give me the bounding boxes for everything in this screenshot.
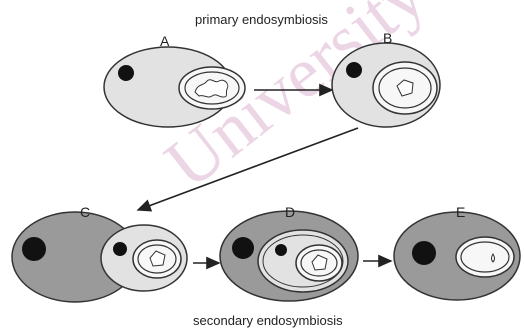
cell-a-plastid	[179, 67, 245, 109]
stage-label-d: D	[285, 204, 295, 220]
cell-b-plastid	[373, 62, 437, 114]
cell-d-nucleus	[232, 237, 254, 259]
secondary-endosymbiosis-label: secondary endosymbiosis	[193, 313, 343, 328]
cell-e	[394, 212, 520, 300]
cell-a-nucleus	[118, 65, 134, 81]
stage-label-a: A	[160, 33, 169, 49]
cell-c	[12, 212, 187, 302]
stage-label-c: C	[80, 204, 90, 220]
cell-b-nucleus	[346, 62, 362, 78]
cell-d-plastid	[258, 230, 348, 292]
stage-label-e: E	[456, 204, 465, 220]
cell-e-plastid	[456, 237, 514, 277]
cell-c-nucleus	[22, 237, 46, 261]
cell-d	[220, 211, 358, 301]
primary-endosymbiosis-label: primary endosymbiosis	[195, 12, 328, 27]
cell-c-engulfed-cell	[101, 225, 187, 291]
cell-b	[332, 43, 440, 127]
stage-label-b: B	[383, 30, 392, 46]
cell-e-nucleus	[412, 241, 436, 265]
cell-a	[104, 47, 245, 127]
arrow-b-to-c	[138, 128, 358, 210]
